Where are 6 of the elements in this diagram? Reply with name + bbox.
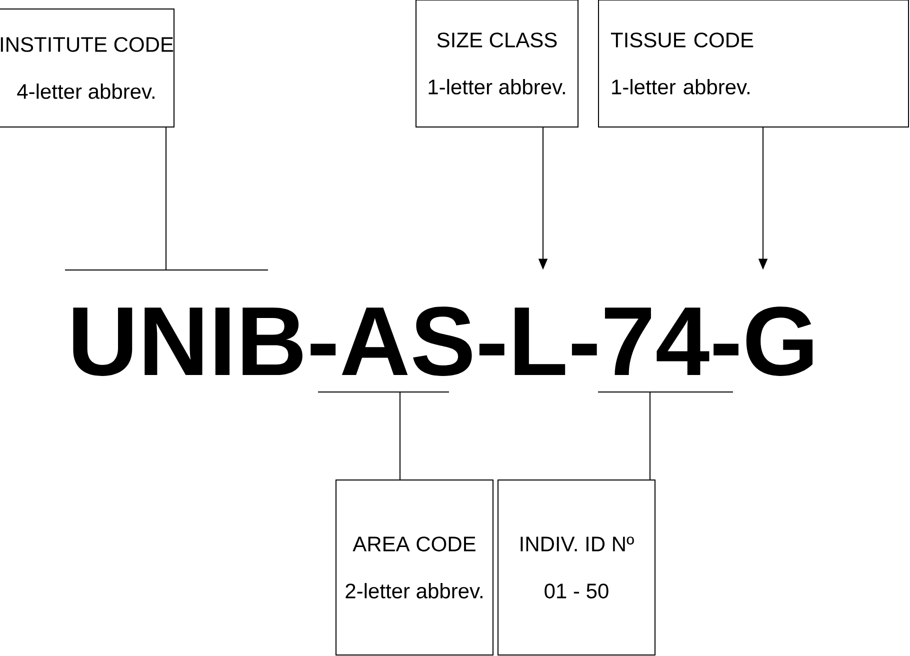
specimen-code: UNIB-AS-L-74-G bbox=[73, 306, 813, 376]
label-box: AREA CODE 2-letter abbrev. bbox=[336, 480, 494, 656]
label-box: TISSUE CODE 1-letter abbrev. bbox=[598, 0, 909, 128]
label-box: INDIV. ID Nº 01 - 50 bbox=[498, 480, 656, 656]
label-box: SIZE CLASS 1-letter abbrev. bbox=[416, 0, 578, 128]
label-box: INSTITUTE CODE 4-letter abbrev. bbox=[0, 8, 174, 128]
